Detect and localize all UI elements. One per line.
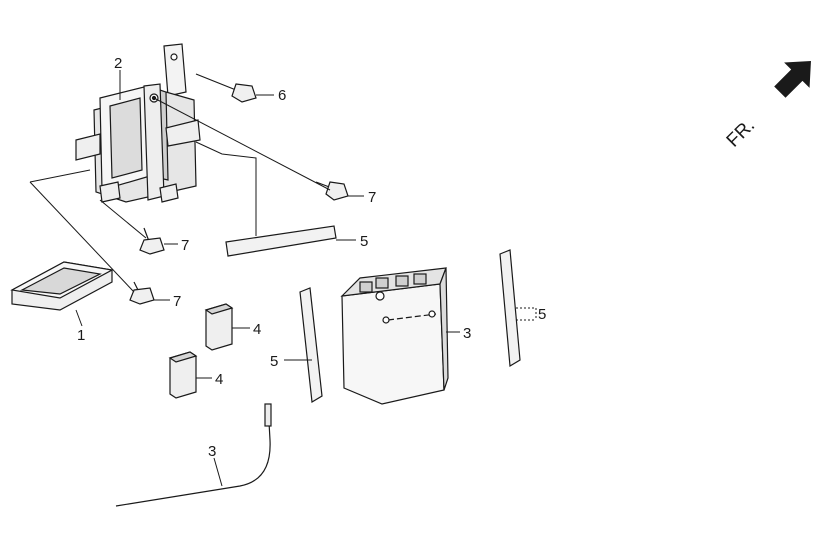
flange-bolt-low — [129, 281, 155, 305]
callout-pad-horizontal: 5 — [360, 233, 368, 250]
callout-pad-right-vertical: 5 — [538, 306, 546, 323]
callout-rubber-block-upper: 4 — [253, 321, 261, 338]
rubber-block-upper — [204, 303, 234, 351]
battery-cover-cap — [10, 261, 114, 311]
callout-battery: 3 — [463, 325, 471, 342]
flange-bolt-mid — [139, 227, 165, 255]
callout-bolt-low: 7 — [173, 293, 181, 310]
leader-lines — [29, 70, 537, 487]
flange-bolt-top — [195, 73, 257, 103]
battery-holder-bracket — [75, 43, 201, 203]
rubber-block-lower — [168, 351, 198, 399]
direction-indicator: FR. — [723, 61, 811, 152]
callout-frame-bracket: 2 — [114, 55, 122, 72]
callout-cover-cap: 1 — [77, 327, 85, 344]
battery — [340, 267, 449, 405]
direction-label: FR. — [723, 115, 759, 151]
flange-bolt-right — [315, 181, 349, 201]
callout-rubber-block-lower: 4 — [215, 371, 223, 388]
battery-pad-right-vertical — [499, 249, 521, 368]
callout-bolt-right: 7 — [368, 189, 376, 206]
callout-bolt-top: 6 — [278, 87, 286, 104]
battery-pad-horizontal — [225, 225, 337, 257]
callout-pad-left-vertical: 5 — [270, 353, 278, 370]
battery-pad-left-vertical — [299, 287, 323, 403]
forward-arrow-icon — [774, 61, 811, 98]
breather-tube — [115, 403, 272, 507]
callout-breather-tube: 3 — [208, 443, 216, 460]
callout-bolt-mid: 7 — [181, 237, 189, 254]
